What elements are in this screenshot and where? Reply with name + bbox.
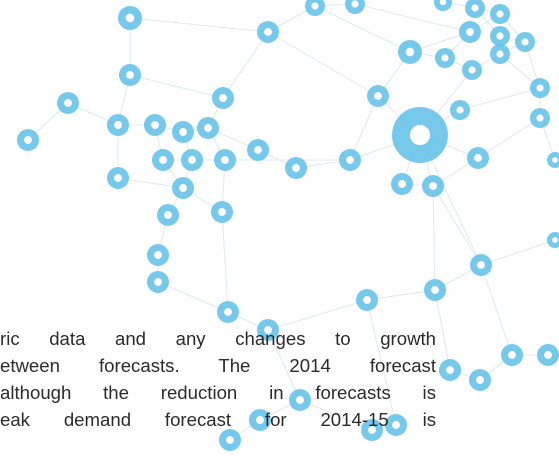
network-edge [299, 399, 373, 431]
network-edge [129, 17, 269, 33]
network-node [530, 108, 550, 128]
network-node [119, 64, 141, 86]
network-edge [221, 211, 229, 313]
network-node [157, 204, 179, 226]
network-node [285, 157, 307, 179]
network-node [439, 359, 461, 381]
network-edge [354, 3, 471, 33]
network-edge [267, 31, 379, 97]
network-node [391, 173, 413, 195]
network-node [107, 114, 129, 136]
network-node [537, 344, 559, 366]
network-node [422, 175, 444, 197]
network-edge [432, 185, 436, 291]
network-edge [459, 87, 541, 111]
network-node [17, 129, 39, 151]
network-node [398, 40, 422, 64]
network-node [107, 167, 129, 189]
network-node [465, 0, 485, 18]
network-node [211, 201, 233, 223]
network-node [356, 289, 378, 311]
network-node [361, 419, 383, 441]
network-edge [480, 264, 513, 356]
text-line-4: eak demand forecast for 2014-15 is [0, 409, 436, 430]
network-node [305, 0, 325, 16]
network-node [152, 149, 174, 171]
network-node [501, 344, 523, 366]
network-node [181, 149, 203, 171]
text-line-3: although the reduction in forecasts is [0, 382, 436, 403]
network-node [247, 139, 269, 161]
network-edge [366, 289, 436, 301]
network-edge [222, 31, 269, 99]
network-edge [314, 5, 411, 53]
network-edge [349, 95, 379, 161]
body-text-paragraph: ric data and any changes to growth etwee… [0, 325, 436, 433]
network-node [257, 319, 279, 341]
network-edge [366, 299, 397, 426]
network-nodes [17, 0, 559, 451]
network-node [392, 107, 448, 163]
network-edge [129, 74, 224, 99]
network-node [462, 60, 482, 80]
network-node [385, 414, 407, 436]
network-edge [157, 281, 229, 313]
network-node [118, 6, 142, 30]
network-node [289, 389, 311, 411]
network-node [459, 21, 481, 43]
network-node [490, 44, 510, 64]
network-node [450, 100, 470, 120]
network-node [214, 149, 236, 171]
network-node [249, 409, 271, 431]
network-node [515, 32, 535, 52]
network-node [490, 26, 510, 46]
network-node [57, 92, 79, 114]
network-node [434, 0, 452, 11]
text-line-1: ric data and any changes to growth [0, 328, 436, 349]
network-node [144, 114, 166, 136]
network-node [172, 177, 194, 199]
network-node [212, 87, 234, 109]
network-edge [267, 299, 368, 331]
network-node [197, 117, 219, 139]
network-node [547, 232, 559, 248]
network-node [367, 85, 389, 107]
network-node [490, 4, 510, 24]
network-node [219, 429, 241, 451]
network-edge [267, 329, 301, 401]
network-node [547, 152, 559, 168]
network-node [470, 254, 492, 276]
network-node [467, 147, 489, 169]
network-node [339, 149, 361, 171]
network-edge [480, 239, 556, 266]
network-edge [477, 117, 541, 159]
network-node [530, 78, 550, 98]
network-node [147, 271, 169, 293]
network-node [217, 301, 239, 323]
network-edge [432, 185, 482, 266]
network-node [257, 21, 279, 43]
network-node [435, 48, 455, 68]
network-node [345, 0, 365, 14]
network-edge [434, 289, 451, 371]
network-node [469, 369, 491, 391]
network-node [424, 279, 446, 301]
network-node [172, 121, 194, 143]
text-line-2: etween forecasts. The 2014 forecast [0, 355, 436, 376]
network-node [147, 244, 169, 266]
